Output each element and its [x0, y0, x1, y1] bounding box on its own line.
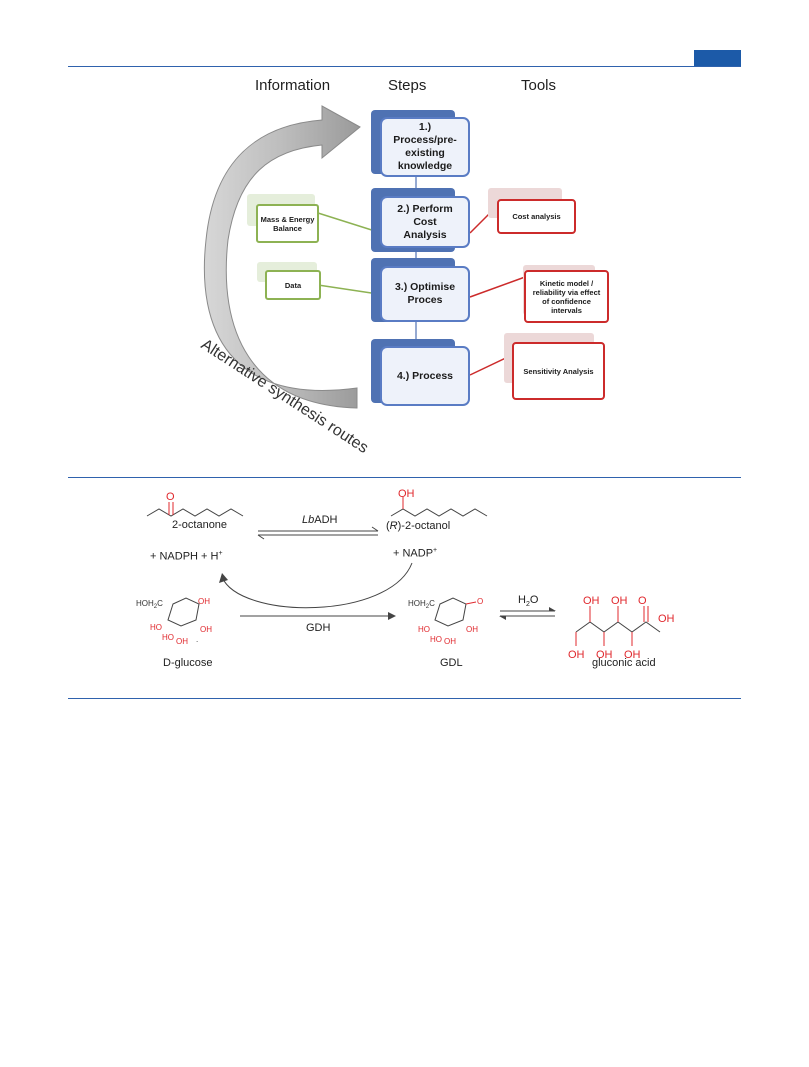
label-nadp: + NADP+ — [393, 547, 438, 560]
step-2-box: 2.) Perform Cost Analysis — [380, 196, 470, 248]
tool-box-cost-analysis: Cost analysis — [497, 199, 576, 234]
step-4-box: 4.) Process — [380, 346, 470, 406]
atom-oh: OH — [658, 613, 675, 625]
octanol-skeleton — [390, 508, 488, 517]
info-connector — [317, 284, 379, 295]
tool-connector — [469, 276, 526, 298]
gluconic-skeleton — [575, 621, 661, 633]
atom-oh: OH — [398, 488, 415, 500]
atom-oh: OH — [568, 649, 585, 661]
atom-o: O — [166, 491, 175, 503]
atom-ho: HO — [430, 635, 442, 644]
header-information: Information — [255, 77, 331, 94]
atom-oh: OH — [624, 649, 641, 661]
atom-ho: HO — [162, 633, 174, 642]
atom-ho: HO — [418, 625, 430, 634]
atom-oh: OH — [466, 625, 478, 634]
reaction-scheme: O OH OH HO HO OH OH O HO HO OH OH OH OH … — [136, 488, 675, 661]
atom-oh: OH — [198, 597, 210, 606]
label-2-octanone: 2-octanone — [172, 519, 228, 531]
octanone-skeleton — [146, 508, 244, 517]
atom-o: O — [477, 597, 483, 606]
tool-box-sensitivity: Sensitivity Analysis — [512, 342, 605, 400]
atom-hoh2c: HOH2C — [408, 599, 435, 610]
label-gdl: GDL — [440, 657, 463, 669]
bottom-rule — [68, 698, 741, 700]
atom-oh: OH — [596, 649, 613, 661]
info-connector — [317, 212, 379, 233]
label-gdh: GDH — [306, 622, 331, 634]
label-d-glucose: D-glucose — [163, 657, 213, 669]
atom-oh: OH — [176, 637, 188, 646]
label-nadph: + NADPH + H+ — [150, 550, 223, 563]
atom-oh: OH — [583, 595, 600, 607]
flowchart-diagram: Alternative synthesis routes — [198, 105, 526, 457]
label-enzyme-lbadh: LbADH — [302, 514, 338, 526]
atom-o: O — [638, 595, 647, 607]
step-3-box: 3.) Optimise Proces — [380, 266, 470, 322]
label-2-octanol: (R)-2-octanol — [386, 520, 451, 532]
atom-hoh2c: HOH2C — [136, 599, 163, 610]
atom-dot: . — [196, 635, 198, 644]
info-box-data: Data — [265, 270, 321, 300]
label-gluconic-acid: gluconic acid — [592, 657, 656, 669]
label-water: H2O — [518, 594, 539, 609]
top-rule — [68, 66, 741, 68]
atom-oh: OH — [444, 637, 456, 646]
glucose-ring — [167, 597, 200, 627]
info-box-mass-energy: Mass & Energy Balance — [256, 204, 319, 243]
cycle-arrow — [203, 105, 361, 409]
header-tab-mark — [694, 50, 741, 66]
gdl-ring — [434, 597, 467, 627]
atom-oh: OH — [200, 625, 212, 634]
cofactor-cycle-arc — [221, 562, 413, 609]
header-tools: Tools — [521, 77, 557, 94]
atom-ho: HO — [150, 623, 162, 632]
step-1-box: 1.) Process/pre- existing knowledge — [380, 117, 470, 177]
middle-rule — [68, 477, 741, 479]
header-steps: Steps — [388, 77, 427, 94]
tool-box-kinetic-model: Kinetic model / reliability via effect o… — [524, 270, 609, 323]
atom-oh: OH — [611, 595, 628, 607]
